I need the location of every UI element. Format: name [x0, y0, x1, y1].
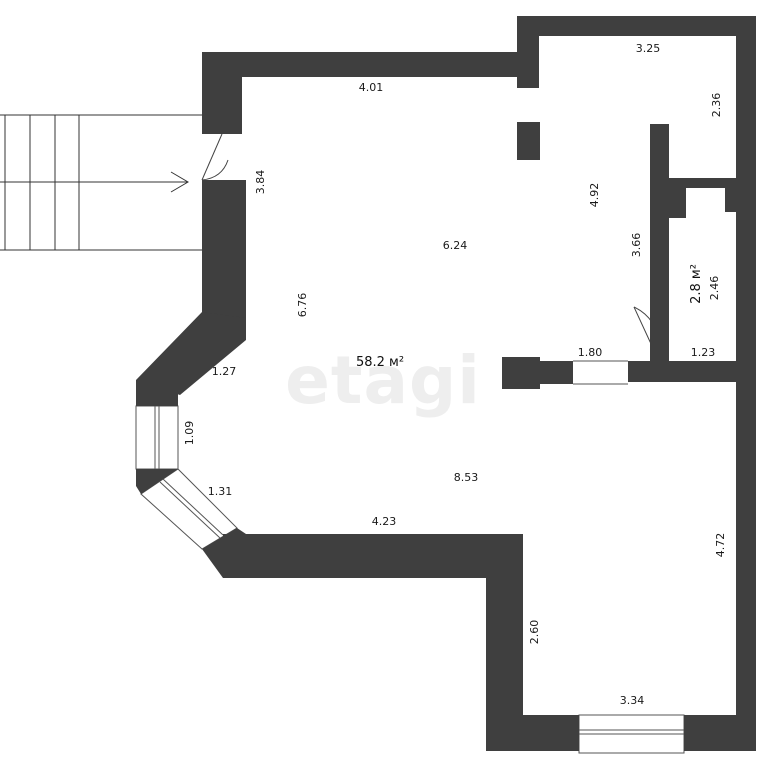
- partition-wall: [650, 124, 669, 361]
- opening-pier-left: [502, 357, 540, 389]
- watermark-logo: etagi: [285, 342, 481, 419]
- partition-pier-left: [669, 188, 686, 218]
- dim-corridor-height: 4.92: [588, 183, 601, 208]
- dim-top-wall: 4.01: [359, 81, 384, 94]
- top-wall: [202, 52, 517, 77]
- dim-bay-lower: 1.31: [208, 485, 233, 498]
- dim-right-wall: 4.72: [714, 533, 727, 558]
- opening-wall-left: [540, 361, 573, 384]
- west-wall: [202, 180, 246, 318]
- dim-bottom-wall: 3.34: [620, 694, 645, 707]
- room-area-main: 58.2 м²: [356, 355, 404, 370]
- entrance-door[interactable]: [201, 133, 229, 181]
- dim-bay-middle: 1.09: [183, 421, 196, 446]
- dim-full-width: 8.53: [454, 471, 479, 484]
- bay-wall-upper: [136, 312, 246, 395]
- dim-main-width: 6.24: [443, 239, 468, 252]
- bay-pier-middle: [136, 469, 178, 494]
- dim-bottom-left-wall: 4.23: [372, 515, 397, 528]
- dim-top-right-room-height: 2.36: [710, 93, 723, 118]
- bottom-left-wall: [223, 534, 523, 578]
- partition-top: [669, 178, 736, 188]
- entrance-wall-upper: [202, 52, 242, 134]
- interior-opening: [573, 360, 628, 385]
- partition-pier-right: [725, 188, 736, 212]
- dim-opening-width: 1.80: [578, 346, 603, 359]
- dim-small-room-height: 2.46: [708, 276, 721, 301]
- bay-window-vertical: [135, 405, 179, 470]
- column: [517, 122, 540, 160]
- dim-small-room-width: 1.23: [691, 346, 716, 359]
- room-area-small: 2.8 м²: [689, 264, 704, 304]
- dim-top-right-room-width: 3.25: [636, 42, 661, 55]
- east-wall-upper: [736, 16, 756, 382]
- dim-lower-left-wall: 2.60: [528, 620, 541, 645]
- staircase: [0, 114, 204, 251]
- dim-left-wall: 6.76: [296, 293, 309, 318]
- stair-direction-arrow-icon: [170, 171, 189, 193]
- dim-entrance-wall: 3.84: [254, 170, 267, 195]
- top-right-wall-west: [517, 16, 539, 88]
- dim-bay-upper: 1.27: [212, 365, 237, 378]
- top-right-wall: [517, 16, 756, 36]
- dim-partition-height: 3.66: [630, 233, 643, 258]
- opening-wall-right: [628, 361, 736, 382]
- lower-left-wall: [486, 534, 523, 751]
- dimension-labels: 4.01 3.25 2.36 3.84 6.24 4.92 3.66 2.46 …: [183, 42, 727, 707]
- bottom-wall-left: [486, 715, 579, 751]
- east-wall-lower: [736, 361, 756, 751]
- bottom-window: [578, 714, 685, 754]
- walls: [136, 16, 756, 751]
- bay-pier-upper: [136, 380, 178, 406]
